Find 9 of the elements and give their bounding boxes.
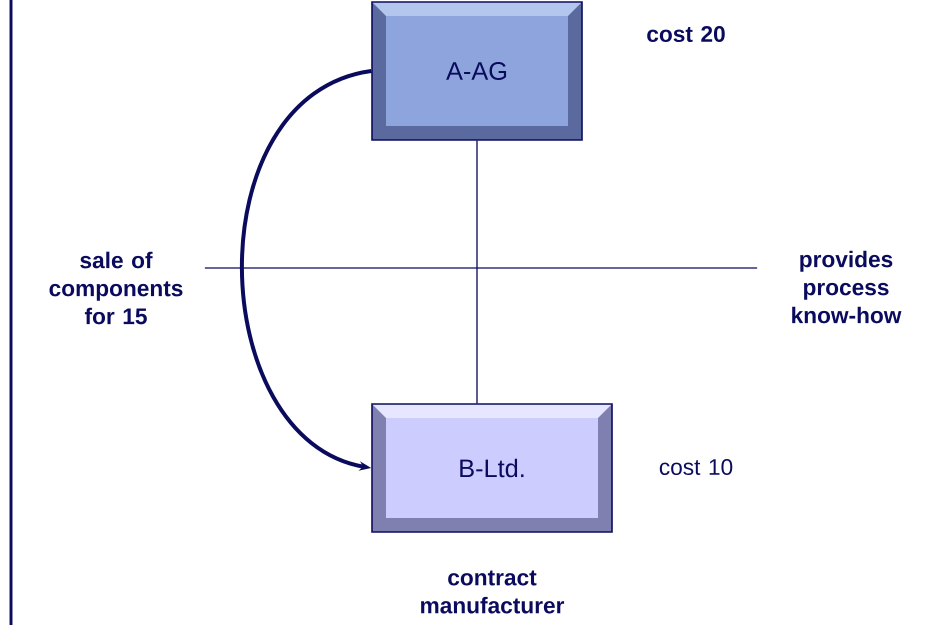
side-label: provides process know-how — [792, 250, 902, 324]
note-text: contract manufacturer — [421, 570, 564, 614]
entity-box: A-AG — [371, 1, 583, 141]
side-label: sale of components for 15 — [50, 252, 182, 324]
connector-line — [476, 140, 478, 404]
entity-box: B-Ltd. — [371, 403, 613, 533]
connector-line — [204, 267, 758, 269]
note-text: cost 10 — [660, 458, 732, 476]
note-text: cost 20 — [647, 26, 725, 42]
